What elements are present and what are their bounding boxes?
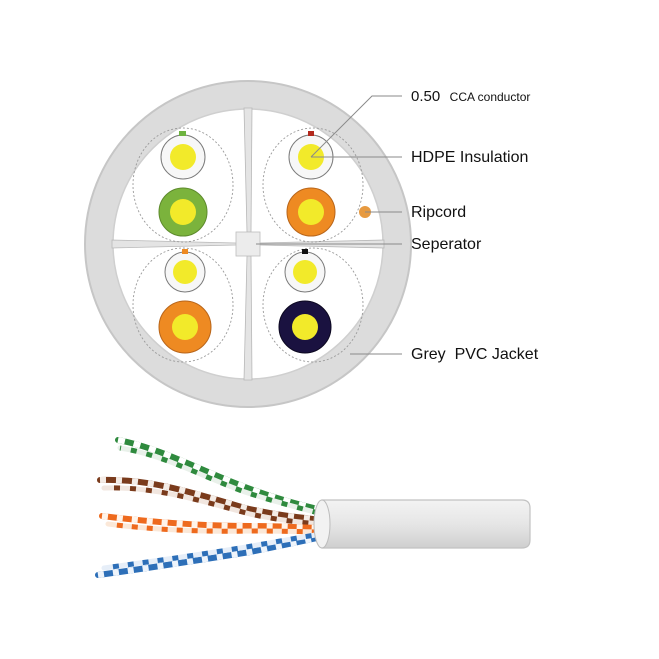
pair-blue [278, 249, 332, 354]
orange-white-pair [99, 513, 325, 535]
insulation-label: HDPE Insulation [411, 149, 528, 166]
ripcord-label: Ripcord [411, 204, 466, 221]
cable-cross-section [84, 80, 412, 408]
conductor-type: CCA conductor [450, 90, 531, 104]
pair-boundaries [132, 127, 364, 363]
pair-orange [158, 249, 212, 354]
jacket-label: Grey PVC Jacket [411, 346, 539, 363]
leader-lines [256, 95, 402, 355]
separator-label: Seperator [411, 236, 482, 253]
cable-jacket [317, 499, 531, 549]
green-white-pair [115, 437, 325, 517]
brown-white-pair [97, 476, 325, 527]
blue-white-pair [95, 531, 325, 578]
conductor-label: 0.50 CCA conductor [411, 88, 530, 105]
pair-green [158, 131, 208, 237]
conductor-size: 0.50 [411, 88, 440, 105]
cable-illustration [95, 437, 531, 578]
cable-jacket-end [313, 499, 331, 549]
